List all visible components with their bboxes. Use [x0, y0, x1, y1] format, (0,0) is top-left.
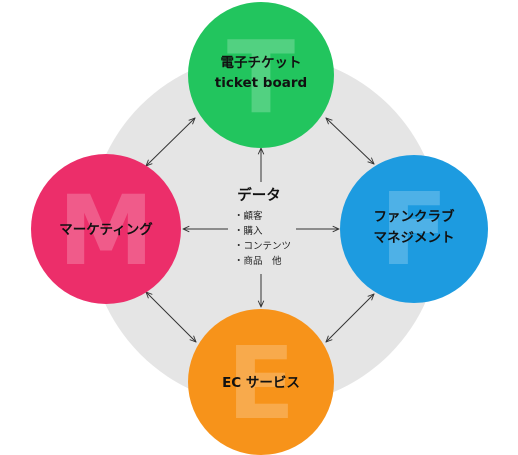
arrow-right-bottom: [326, 294, 374, 342]
arrow-top-right: [326, 118, 374, 164]
center-title: データ: [237, 186, 281, 204]
node-fanclub-watermark: F: [380, 171, 448, 288]
node-ticket-board: T 電子チケット ticket board: [188, 2, 334, 148]
arrow-left-bottom: [146, 292, 196, 342]
node-ticket-board-watermark: T: [227, 19, 295, 136]
center-item-content: ・コンテンツ: [234, 241, 291, 252]
node-marketing-watermark: M: [58, 175, 154, 287]
node-fanclub-circle: [340, 155, 488, 303]
node-ec-service-title: EC サービス: [222, 375, 300, 391]
node-ec-service: E EC サービス: [188, 309, 334, 455]
center-item-products: ・商品 他: [234, 255, 282, 267]
node-fanclub-title: ファンクラブ: [374, 208, 455, 225]
center-item-customer: ・顧客: [234, 210, 263, 222]
node-ec-service-circle: [188, 309, 334, 455]
node-marketing: M マーケティング: [31, 154, 181, 304]
node-ec-service-watermark: E: [227, 325, 295, 442]
node-fanclub-subtitle: マネジメント: [374, 230, 455, 246]
arrow-top-left: [146, 118, 195, 166]
node-marketing-circle: [31, 154, 181, 304]
center-data-block: データ ・顧客 ・購入 ・コンテンツ ・商品 他: [234, 186, 291, 267]
node-ticket-board-subtitle: ticket board: [215, 75, 307, 91]
node-marketing-title: マーケティング: [59, 221, 153, 238]
node-ticket-board-title: 電子チケット: [221, 54, 302, 71]
node-fanclub-management: F ファンクラブ マネジメント: [340, 155, 488, 303]
node-ticket-board-circle: [188, 2, 334, 148]
center-item-purchase: ・購入: [234, 225, 263, 237]
